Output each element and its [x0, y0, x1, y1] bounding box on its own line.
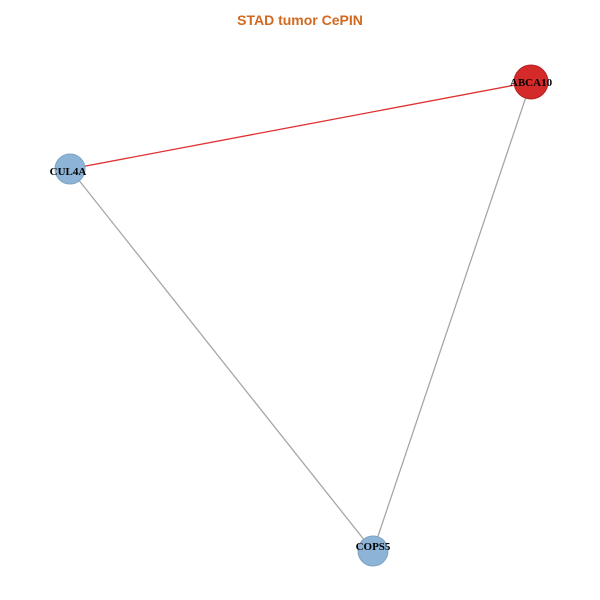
plot-title: STAD tumor CePIN: [237, 12, 363, 28]
edge-ABCA10-COPS5: [372, 81, 532, 552]
node-label-COPS5: COPS5: [356, 541, 391, 553]
node-ABCA10: [513, 64, 549, 100]
node-COPS5: [357, 535, 389, 567]
node-label-ABCA10: ABCA10: [510, 77, 553, 89]
edge-CUL4A-ABCA10: [69, 81, 532, 170]
node-label-CUL4A: CUL4A: [50, 166, 87, 178]
node-CUL4A: [54, 153, 86, 185]
edge-CUL4A-COPS5: [69, 168, 374, 552]
